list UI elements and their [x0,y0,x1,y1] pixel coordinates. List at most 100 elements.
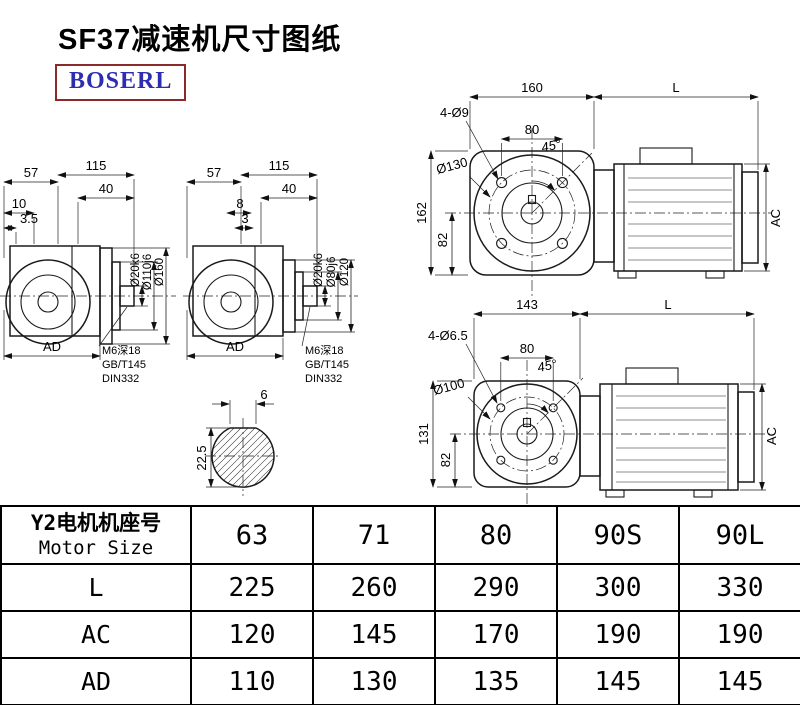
bolt-circle [489,396,565,472]
dim-spigot-dia: Ø110j6 [142,254,154,290]
motor-fins [616,395,726,483]
dim-115: 115 [86,158,107,173]
note-m6: M6深18 [102,344,141,357]
bolt-hole [496,177,508,189]
brand-logo-text: BOSERL [69,68,173,94]
flange-boss-circle [473,154,591,272]
dim-key-width: 6 [260,387,267,402]
shaft-cross-section: 6 22.5 [194,387,281,496]
size-63: 63 [190,505,314,565]
dim-L: L [664,297,671,312]
value-L-90S: 300 [556,563,680,612]
value-L-71: 260 [312,563,436,612]
flange-boss-circle [476,383,578,485]
bolt-hole [496,455,506,465]
dim-57: 57 [207,165,221,180]
row-label-AC: AC [0,610,192,659]
keyway [522,417,532,428]
label-bolt-holes: 4-Ø9 [440,105,469,120]
row-label-L: L [0,563,192,612]
dim-flange-dia: Ø120 [339,258,351,286]
bell-housing [593,169,615,263]
value-AD-63: 110 [190,657,314,705]
size-80: 80 [434,505,558,565]
dim-115: 115 [269,158,290,173]
label-45deg: 45° [536,356,558,375]
value-AC-71: 145 [312,610,436,659]
value-AC-63: 120 [190,610,314,659]
fan-cover [741,171,759,264]
size-90L: 90L [678,505,800,565]
front-assembly-view-143: 143 L 4-Ø6.5 80 45° Ø100 131 82 AC [416,297,779,504]
dim-AC: AC [768,209,783,227]
bolt-hole [556,237,568,249]
value-AD-80: 135 [434,657,558,705]
label-bolt-circle-dia: Ø100 [432,375,467,398]
dim-8: 8 [236,196,243,211]
table-row-AD: AD 110 130 135 145 145 [0,657,800,705]
value-L-80: 290 [434,563,558,612]
output-shaft [302,285,318,307]
bolt-hole [548,403,558,413]
value-AC-80: 170 [434,610,558,659]
dimension-table: Y2电机机座号 Motor Size 63 71 80 90S 90L L 22… [0,505,800,705]
motor-fins [628,177,732,261]
bolt-hole [496,237,508,249]
note-gbt: GB/T145 [305,359,349,371]
dim-key-depth: 22.5 [194,445,209,470]
dim-AC: AC [764,427,779,445]
label-bolt-circle-dia: Ø130 [435,154,470,177]
motor-foot [693,489,713,498]
side-view-flange-120: 57 115 40 8 3 Ø20k6 Ø80j6 Ø120 AD [183,158,358,385]
dim-3: 3 [241,211,248,226]
note-m6: M6深18 [305,344,344,357]
dim-80: 80 [525,122,539,137]
dim-82: 82 [435,233,450,247]
motor-size-header: Y2电机机座号 Motor Size [0,505,192,565]
note-din: DIN332 [102,373,139,385]
dim-AD: AD [226,339,244,354]
label-bolt-holes: 4-Ø6.5 [428,328,468,343]
value-AD-71: 130 [312,657,436,705]
motor-size-header-en: Motor Size [38,536,154,559]
keyway [527,194,537,205]
housing-boss-circle [188,259,274,345]
size-90S: 90S [556,505,680,565]
page-title: SF37减速机尺寸图纸 [58,24,342,56]
bolt-hole [496,403,506,413]
value-AD-90L: 145 [678,657,800,705]
dim-shaft-dia: Ø20k6 [313,253,325,287]
dim-flange-dia: Ø160 [154,258,166,286]
motor-foot [705,270,725,279]
value-L-90L: 330 [678,563,800,612]
dim-40: 40 [282,181,296,196]
output-shaft [119,285,135,307]
dim-131: 131 [416,423,431,445]
motor-foot [605,489,625,498]
dim-162: 162 [414,202,429,224]
motor-size-header-cn: Y2电机机座号 [30,511,162,536]
value-AC-90L: 190 [678,610,800,659]
dim-3p5: 3.5 [20,211,38,226]
value-AC-90S: 190 [556,610,680,659]
dim-143: 143 [516,297,538,312]
dim-82: 82 [438,453,453,467]
motor-body [613,163,743,272]
housing-boss-circle [5,259,91,345]
value-AD-90S: 145 [556,657,680,705]
side-view-flange-160: 57 115 40 10 3.5 Ø20k6 Ø110j6 Ø160 AD [0,158,176,385]
table-row-AC: AC 120 145 170 190 190 [0,610,800,659]
motor-foot [617,270,637,279]
bolt-hole [556,177,568,189]
bolt-hole [548,455,558,465]
brand-logo-box: BOSERL [55,64,187,101]
motor-body [599,383,739,491]
section-hatching [211,428,274,488]
dim-shaft-dia: Ø20k6 [130,253,142,287]
table-row-L: L 225 260 290 300 330 [0,563,800,612]
label-45deg: 45° [540,136,562,155]
terminal-box [639,147,693,165]
dim-80: 80 [520,341,534,356]
dim-L: L [672,80,679,95]
